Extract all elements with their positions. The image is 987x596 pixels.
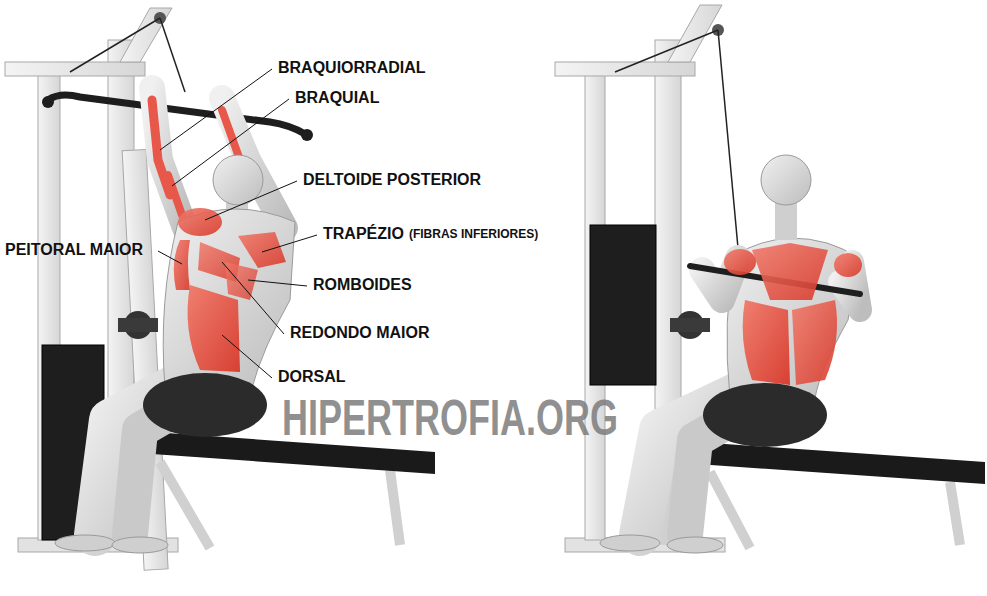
athlete-figure <box>222 110 240 160</box>
muscle-label: BRAQUIORRADIAL <box>278 59 426 77</box>
muscle-label: DORSAL <box>278 368 346 386</box>
bench <box>115 455 400 548</box>
athlete-figure <box>55 88 295 553</box>
lat-bar <box>301 129 313 141</box>
athlete-figure <box>55 535 115 551</box>
machine-frame <box>555 62 695 76</box>
athlete-figure <box>174 240 190 290</box>
muscle-note: (FIBRAS INFERIORES) <box>409 228 538 242</box>
cable <box>718 30 738 248</box>
athlete-figure <box>600 535 660 551</box>
leader-line <box>222 335 272 378</box>
athlete-figure <box>724 249 756 275</box>
lat-bar <box>48 95 305 134</box>
athlete-figure <box>667 537 723 553</box>
athlete-figure <box>188 285 240 372</box>
watermark: HIPERTROFIA.ORG <box>282 390 618 448</box>
cable <box>615 30 718 72</box>
athlete-figure <box>112 537 168 553</box>
athlete-figure <box>600 155 862 553</box>
athlete-figure <box>792 300 837 385</box>
athlete-figure <box>752 243 828 300</box>
lat-bar <box>42 95 313 141</box>
muscle-label: TRAPÉZIO <box>323 225 404 243</box>
machine-frame <box>670 318 710 332</box>
athlete-figure <box>834 253 862 277</box>
athlete-figure <box>163 209 295 388</box>
leader-line <box>262 235 317 252</box>
athlete-figure <box>143 373 267 437</box>
cable <box>615 24 738 248</box>
cable <box>160 18 185 92</box>
muscle-label: ROMBOIDES <box>313 276 412 294</box>
bench <box>665 468 960 548</box>
muscle-label: BRAQUIAL <box>295 89 379 107</box>
muscle-label: REDONDO MAIOR <box>290 324 430 342</box>
athlete-figure <box>703 383 827 447</box>
lat-bar <box>42 96 54 108</box>
cable <box>70 18 160 72</box>
machine-frame <box>590 225 656 385</box>
athlete-figure <box>743 300 790 385</box>
leader-line <box>205 181 297 220</box>
athlete-figure <box>152 88 185 228</box>
athlete-figure <box>238 232 286 268</box>
machine-frame <box>120 8 172 62</box>
machine-frame <box>118 318 158 332</box>
leader-line <box>172 99 289 186</box>
leader-line <box>248 280 307 286</box>
muscle-label: DELTOIDE POSTERIOR <box>303 171 481 189</box>
cable <box>70 12 185 92</box>
athlete-figure <box>761 155 811 205</box>
leader-line <box>160 69 272 150</box>
leader-line <box>222 262 284 334</box>
leader-line <box>158 251 182 264</box>
athlete-figure <box>178 208 222 236</box>
athlete-figure <box>168 175 182 215</box>
athlete-figure <box>213 155 263 205</box>
muscle-label: PEITORAL MAIOR <box>5 241 143 259</box>
